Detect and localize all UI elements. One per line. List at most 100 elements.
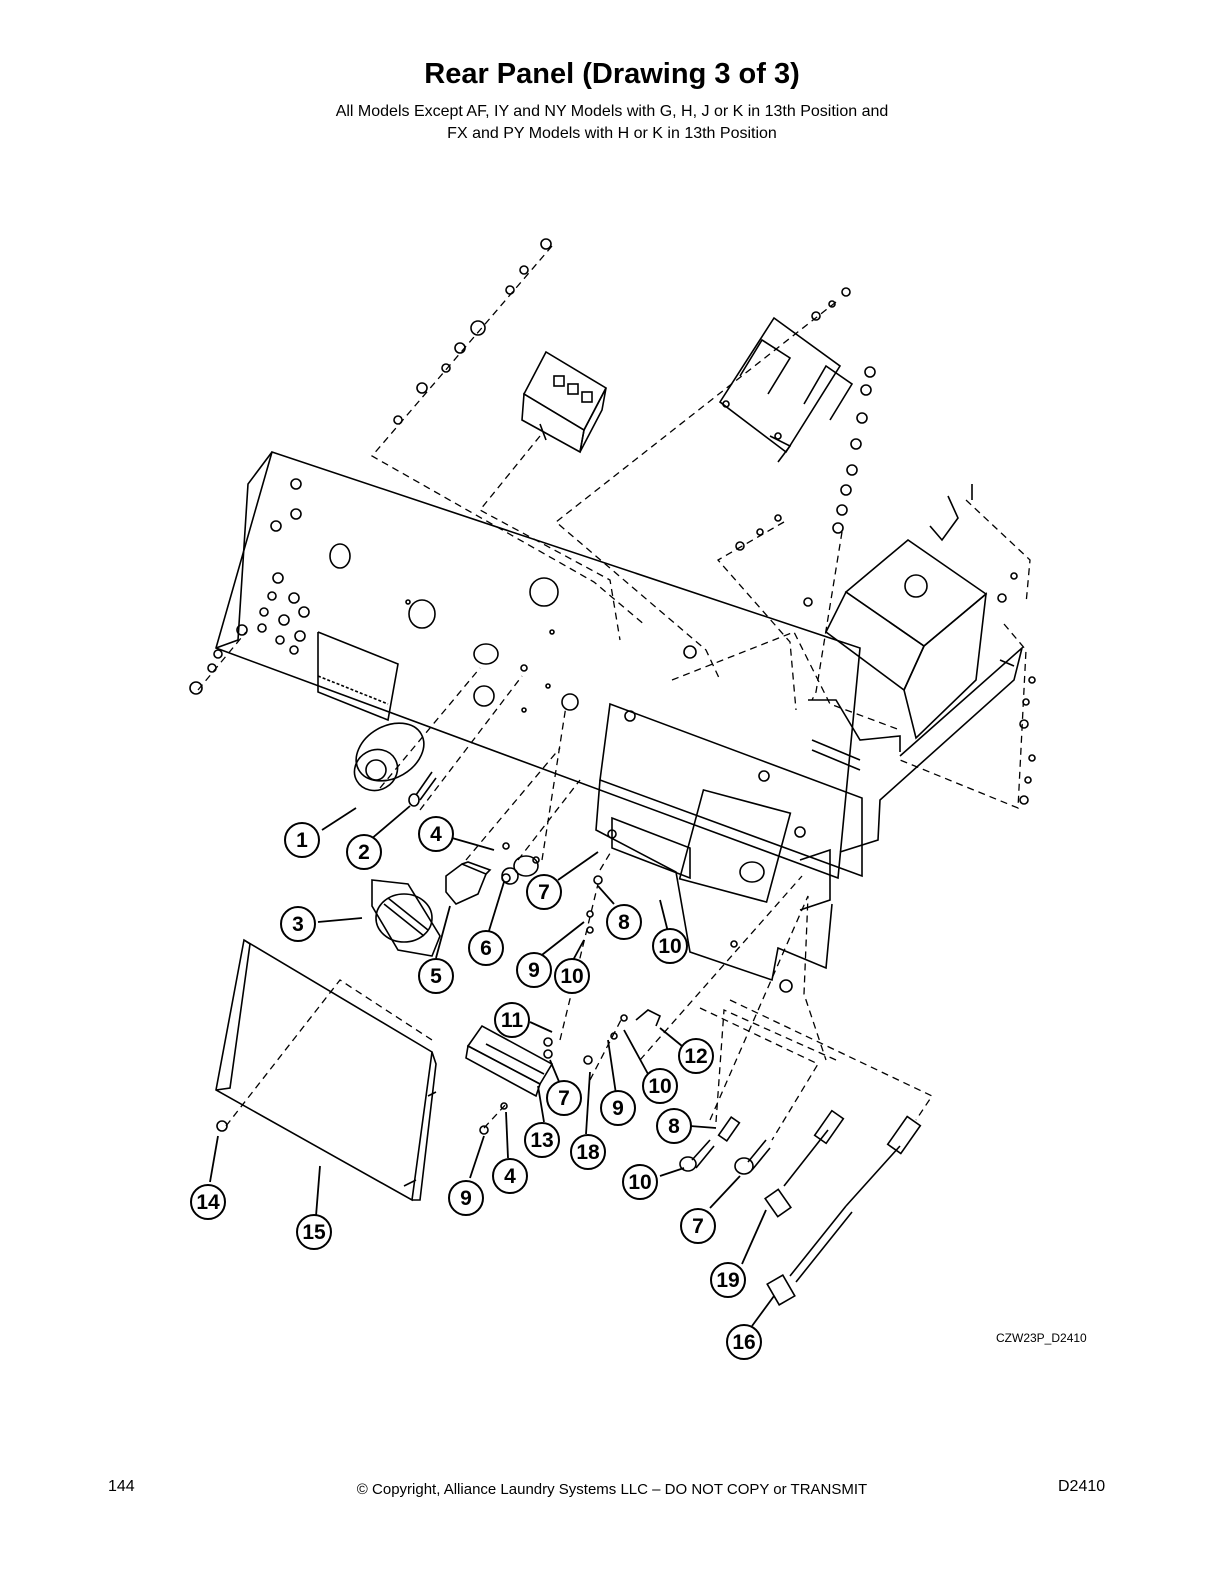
page-number: 144 xyxy=(108,1478,135,1495)
callout-label: 8 xyxy=(668,1115,680,1138)
callout-label: 10 xyxy=(648,1075,671,1098)
callout-circle xyxy=(642,1068,678,1104)
callout-9: 9 xyxy=(600,1090,636,1126)
callout-label: 7 xyxy=(558,1087,570,1110)
callout-label: 8 xyxy=(618,911,630,934)
callout-label: 9 xyxy=(528,959,540,982)
callout-5: 5 xyxy=(418,958,454,994)
callout-7: 7 xyxy=(546,1080,582,1116)
callout-2: 2 xyxy=(346,834,382,870)
callout-circle xyxy=(190,1184,226,1220)
assembly-lines xyxy=(197,245,1031,1141)
callout-label: 9 xyxy=(612,1097,624,1120)
callout-label: 7 xyxy=(692,1215,704,1238)
callout-19: 19 xyxy=(710,1262,746,1298)
callout-circle xyxy=(622,1164,658,1200)
page-title: Rear Panel (Drawing 3 of 3) xyxy=(424,58,800,90)
callout-circle xyxy=(492,1158,528,1194)
callout-circle xyxy=(606,904,642,940)
callout-circle xyxy=(554,958,590,994)
callout-label: 18 xyxy=(576,1141,600,1164)
cable-gland-part xyxy=(353,722,425,792)
callout-circle xyxy=(526,874,562,910)
callout-label: 4 xyxy=(504,1165,516,1188)
callout-label: 16 xyxy=(732,1331,755,1354)
callout-label: 15 xyxy=(302,1221,326,1244)
fastener-stacks xyxy=(189,238,1036,805)
callout-circle xyxy=(652,928,688,964)
callout-label: 4 xyxy=(430,823,442,846)
callout-circle xyxy=(346,834,382,870)
callout-circle xyxy=(418,816,454,852)
callout-6: 6 xyxy=(468,930,504,966)
callout-label: 2 xyxy=(358,841,370,864)
callout-13: 13 xyxy=(524,1122,560,1158)
callout-circle xyxy=(448,1180,484,1216)
transformer xyxy=(808,484,1024,853)
callout-circle xyxy=(726,1324,762,1360)
callout-15: 15 xyxy=(296,1214,332,1250)
cover-plate-part xyxy=(215,938,437,1202)
callout-circle xyxy=(680,1208,716,1244)
callout-label: 10 xyxy=(658,935,681,958)
callout-label: 12 xyxy=(684,1045,707,1068)
callout-7: 7 xyxy=(526,874,562,910)
callout-label: 6 xyxy=(480,937,492,960)
plug-part xyxy=(408,771,437,807)
callout-circle xyxy=(524,1122,560,1158)
callout-3: 3 xyxy=(280,906,316,942)
callout-circle xyxy=(600,1090,636,1126)
callout-circle xyxy=(570,1134,606,1170)
callout-label: 10 xyxy=(628,1171,651,1194)
callout-label: 3 xyxy=(292,913,304,936)
subtitle-line-1: All Models Except AF, IY and NY Models w… xyxy=(335,103,889,120)
subtitle-line-2: FX and PY Models with H or K in 13th Pos… xyxy=(447,125,777,142)
callout-label: 13 xyxy=(530,1129,553,1152)
callout-10: 10 xyxy=(642,1068,678,1104)
control-bracket xyxy=(595,702,863,993)
callout-14: 14 xyxy=(190,1184,226,1220)
callout-circle xyxy=(494,1002,530,1038)
callout-circle xyxy=(280,906,316,942)
push-button-part xyxy=(445,861,492,905)
callout-8: 8 xyxy=(606,904,642,940)
callout-label: 11 xyxy=(501,1009,524,1032)
callout-1: 1 xyxy=(284,822,320,858)
callout-10: 10 xyxy=(652,928,688,964)
callout-8: 8 xyxy=(656,1108,692,1144)
selector-switch-part xyxy=(371,879,441,957)
callout-circle xyxy=(418,958,454,994)
callout-circle xyxy=(468,930,504,966)
callout-16: 16 xyxy=(726,1324,762,1360)
callout-12: 12 xyxy=(678,1038,714,1074)
callout-label: 14 xyxy=(196,1191,220,1214)
callout-9: 9 xyxy=(516,952,552,988)
callout-circle xyxy=(546,1080,582,1116)
callout-label: 1 xyxy=(296,829,308,852)
callout-11: 11 xyxy=(494,1002,530,1038)
callout-10: 10 xyxy=(554,958,590,994)
callout-label: 7 xyxy=(538,881,550,904)
connector-parts xyxy=(479,842,922,1306)
callout-label: 5 xyxy=(430,965,442,988)
drawing-code: CZW23P_D2410 xyxy=(996,1331,1087,1345)
callout-4: 4 xyxy=(492,1158,528,1194)
leader-lines xyxy=(209,805,775,1327)
rear-panel-plate xyxy=(215,450,861,880)
small-gland-part xyxy=(501,855,539,885)
callout-circle xyxy=(710,1262,746,1298)
callout-label: 19 xyxy=(716,1269,739,1292)
callout-circle xyxy=(516,952,552,988)
copyright-notice: © Copyright, Alliance Laundry Systems LL… xyxy=(356,1481,868,1498)
document-code: D2410 xyxy=(1058,1478,1106,1495)
callout-18: 18 xyxy=(570,1134,606,1170)
contactor xyxy=(521,350,608,454)
callout-10: 10 xyxy=(622,1164,658,1200)
callout-7: 7 xyxy=(680,1208,716,1244)
callout-9: 9 xyxy=(448,1180,484,1216)
terminal-blocks xyxy=(718,316,854,463)
callout-circle xyxy=(656,1108,692,1144)
callout-4: 4 xyxy=(418,816,454,852)
